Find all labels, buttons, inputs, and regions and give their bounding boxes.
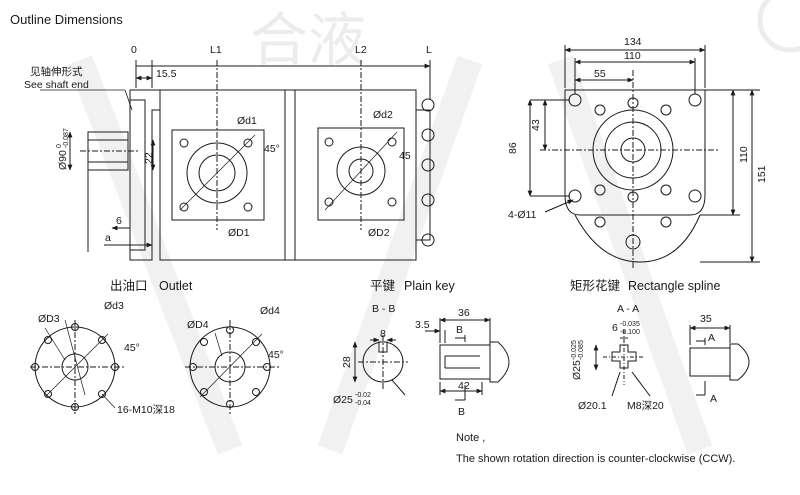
dim-15-5: 15.5: [156, 68, 177, 80]
note-label: Note ,: [456, 432, 486, 444]
shaft-label-cn: 见轴伸形式: [30, 65, 83, 78]
shaft-label-en: See shaft end: [24, 79, 89, 91]
dim-spline-6: 6: [612, 322, 618, 334]
bolts-label: 16-M10深18: [117, 404, 175, 416]
dim-151: 151: [756, 165, 768, 183]
dim-d90-tol-up: 0: [56, 144, 63, 148]
dim-D4: ØD4: [187, 319, 209, 331]
dim-spline-35: 35: [700, 313, 712, 325]
dim-86: 86: [507, 142, 519, 154]
dim-key-36: 36: [458, 307, 470, 319]
outlet-section-title: 出油口 Outlet: [110, 279, 193, 293]
dim-spline-25: Ø25: [571, 360, 583, 380]
dim-key-25-up: -0.02: [355, 392, 371, 399]
dim-D3: ØD3: [38, 313, 60, 325]
page-title: Outline Dimensions: [10, 12, 123, 27]
dim-spline-25-up: -0.025: [571, 340, 578, 360]
dim-55: 55: [594, 68, 606, 80]
main-view: [40, 60, 435, 261]
dim-spline-6-dn: -0.100: [620, 329, 640, 336]
main-view-labels: 0 L1 L2 L 见轴伸形式 See shaft end 15.5 Ø90 0…: [24, 44, 432, 244]
dim-134: 134: [624, 36, 642, 48]
dim-22: 22: [143, 152, 155, 164]
dim-6: 6: [116, 215, 122, 227]
spline-drawing: [593, 325, 750, 397]
dim-spline-20-1: Ø20.1: [578, 400, 607, 412]
outlet-title-cn: 出油口: [110, 279, 148, 293]
outlet-flange-1-labels: ØD3 Ød3 45° 16-M10深18: [38, 300, 175, 416]
dim-L1: L1: [210, 44, 222, 56]
plain-key-labels: 8 28 Ø25 -0.02 -0.04 3.5 36 42 B B: [333, 307, 470, 418]
dim-d90: Ø90: [57, 150, 69, 170]
dim-D1: ØD1: [228, 227, 250, 239]
spline-labels: 6 -0.035 -0.100 Ø25 -0.025 -0.085 Ø20.1 …: [571, 313, 717, 412]
plain-key-title-cn: 平键: [370, 279, 396, 293]
thread-label: M8深20: [627, 400, 664, 412]
plain-key-drawing: [352, 317, 510, 401]
section-mark-B-bottom: B: [458, 406, 465, 418]
dim-D2: ØD2: [368, 227, 390, 239]
dim-d2: Ød2: [373, 109, 393, 121]
section-mark-A-top: A: [708, 332, 715, 344]
angle-outlet-1: 45°: [124, 342, 140, 354]
dim-key-42: 42: [458, 380, 470, 392]
dim-spline-6-up: -0.035: [620, 321, 640, 328]
outlet-flange-2-labels: ØD4 Ød4 45°: [187, 305, 284, 361]
angle-45-a: 45°: [264, 143, 280, 155]
dim-spline-25-dn: -0.085: [578, 340, 585, 360]
dim-L: L: [426, 44, 432, 56]
watermark-text: 合液: [250, 8, 366, 73]
spline-title-cn: 矩形花键: [570, 278, 621, 293]
holes-label: 4-Ø11: [508, 209, 537, 221]
dim-d90-tol-dn: -0.087: [63, 128, 70, 148]
dim-key-3-5: 3.5: [415, 319, 430, 331]
plain-key-title: 平键 Plain key B - B: [370, 279, 455, 315]
section-mark-A-bottom: A: [710, 393, 717, 405]
dim-110-h: 110: [738, 146, 750, 163]
section-BB: B - B: [372, 303, 395, 315]
outlet-flange-1: [30, 319, 125, 415]
dim-key-28: 28: [341, 356, 353, 368]
angle-45-b: 45: [399, 150, 411, 162]
dim-110-w: 110: [624, 50, 641, 62]
note-text: The shown rotation direction is counter-…: [456, 453, 736, 465]
plain-key-title-en: Plain key: [404, 279, 455, 293]
dim-key-8: 8: [380, 328, 386, 340]
dim-key-25: Ø25: [333, 394, 353, 406]
outlet-flange-2: [185, 320, 280, 415]
dim-d4: Ød4: [260, 305, 280, 317]
dim-d1: Ød1: [237, 115, 257, 127]
side-view-labels: 134 110 55 43 86 110 151 4-Ø11: [507, 36, 768, 221]
section-mark-B-top: B: [456, 324, 463, 336]
dim-43: 43: [530, 119, 542, 131]
section-AA: A - A: [617, 303, 639, 315]
dim-key-25-dn: -0.04: [355, 400, 371, 407]
angle-outlet-2: 45°: [268, 349, 284, 361]
spline-title-en: Rectangle spline: [628, 279, 720, 293]
outlet-title-en: Outlet: [159, 279, 193, 293]
watermark: 合液: [67, 0, 800, 455]
spline-title: 矩形花键 Rectangle spline A - A: [570, 278, 720, 315]
dim-L2: L2: [355, 44, 367, 56]
side-view: [527, 45, 760, 270]
dim-a: a: [105, 232, 111, 244]
dim-d3: Ød3: [104, 300, 124, 312]
dim-0: 0: [131, 44, 137, 56]
